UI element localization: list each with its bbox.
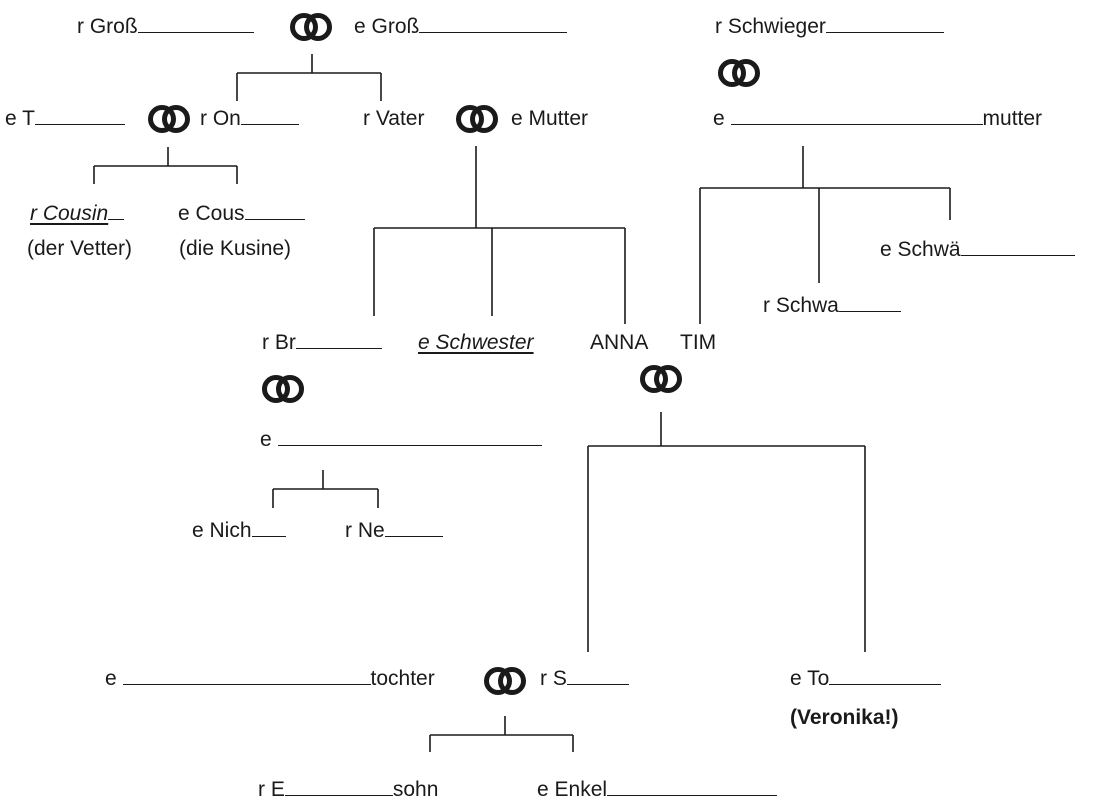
- brother-in-law-entry: r Schwa: [763, 293, 901, 319]
- grandfather-label: r Groß: [77, 15, 138, 38]
- granddaughter-entry: e Enkel: [537, 777, 778, 803]
- cousin-female-entry: e Cous: [178, 201, 305, 227]
- uncle-entry: r On: [200, 106, 299, 132]
- answer-blank[interactable]: [277, 428, 542, 446]
- daughter-name: (Veronika!): [790, 706, 899, 729]
- wedding-rings-icon: [640, 365, 682, 393]
- answer-blank[interactable]: [34, 107, 125, 125]
- answer-blank[interactable]: [829, 667, 942, 685]
- wedding-rings-icon: [290, 13, 332, 41]
- answer-blank[interactable]: [730, 107, 983, 125]
- brother-label: r Br: [262, 331, 296, 354]
- sister-in-law-entry: e Schwä: [880, 237, 1075, 263]
- brother-wife-entry: e: [260, 427, 542, 453]
- son-entry: r S: [540, 666, 629, 692]
- answer-blank[interactable]: [384, 519, 443, 537]
- grandmother-label: e Groß: [354, 15, 420, 38]
- answer-blank[interactable]: [566, 667, 629, 685]
- tim-label: TIM: [680, 331, 717, 354]
- daughter-entry: e To: [790, 666, 942, 692]
- answer-blank: [108, 202, 125, 220]
- father-in-law-label: r Schwieger: [715, 15, 826, 38]
- mother-in-law-entry: e mutter: [713, 106, 1042, 132]
- aunt-entry: e T: [5, 106, 125, 132]
- anna-label: ANNA: [590, 331, 649, 354]
- sister-answer: e Schwester: [418, 331, 534, 354]
- son-label: r S: [540, 667, 567, 690]
- niece-entry: e Nich: [192, 518, 286, 544]
- nephew-entry: r Ne: [345, 518, 443, 544]
- sister-in-law-label: e Schwä: [880, 238, 961, 261]
- daughter-in-law-suffix: tochter: [370, 667, 435, 690]
- daughter-in-law-prefix: e: [105, 667, 117, 690]
- grandson-suffix: sohn: [392, 778, 439, 801]
- brother-wife-prefix: e: [260, 428, 272, 451]
- answer-blank[interactable]: [960, 238, 1075, 256]
- brother-in-law-label: r Schwa: [763, 294, 839, 317]
- answer-blank[interactable]: [137, 15, 254, 33]
- granddaughter-label: e Enkel: [537, 778, 608, 801]
- nephew-label: r Ne: [345, 519, 385, 542]
- wedding-rings-icon: [484, 667, 526, 695]
- answer-blank[interactable]: [284, 778, 393, 796]
- cousin-female-alt: (die Kusine): [179, 237, 292, 260]
- aunt-label: e T: [5, 107, 35, 130]
- sister-entry: e Schwester: [418, 330, 534, 356]
- father-label: r Vater: [363, 107, 425, 130]
- answer-blank[interactable]: [295, 331, 382, 349]
- cousin-male-alt: (der Vetter): [27, 237, 133, 260]
- grandmother-entry: e Groß: [354, 14, 568, 40]
- daughter-label: e To: [790, 667, 830, 690]
- answer-blank[interactable]: [607, 778, 778, 796]
- answer-blank[interactable]: [419, 15, 568, 33]
- cousin-female-label: e Cous: [178, 202, 245, 225]
- uncle-label: r On: [200, 107, 241, 130]
- answer-blank[interactable]: [251, 519, 286, 537]
- grandson-entry: r E sohn: [258, 777, 438, 803]
- mother-label: e Mutter: [511, 107, 589, 130]
- answer-blank[interactable]: [244, 202, 305, 220]
- wedding-rings-icon: [262, 375, 304, 403]
- mother-in-law-prefix: e: [713, 107, 725, 130]
- answer-blank[interactable]: [122, 667, 371, 685]
- father-in-law-entry: r Schwieger: [715, 14, 944, 40]
- answer-blank[interactable]: [240, 107, 299, 125]
- niece-label: e Nich: [192, 519, 252, 542]
- wedding-rings-icon: [148, 105, 190, 133]
- mother-in-law-suffix: mutter: [982, 107, 1043, 130]
- brother-entry: r Br: [262, 330, 382, 356]
- daughter-in-law-entry: e tochter: [105, 666, 435, 692]
- wedding-rings-icon: [718, 59, 760, 87]
- cousin-male-answer: r Cousin: [30, 202, 109, 225]
- wedding-rings-icon: [456, 105, 498, 133]
- cousin-male-entry: r Cousin: [30, 201, 125, 227]
- grandfather-entry: r Groß: [77, 14, 254, 40]
- grandson-prefix: r E: [258, 778, 285, 801]
- answer-blank[interactable]: [838, 294, 901, 312]
- answer-blank[interactable]: [825, 15, 944, 33]
